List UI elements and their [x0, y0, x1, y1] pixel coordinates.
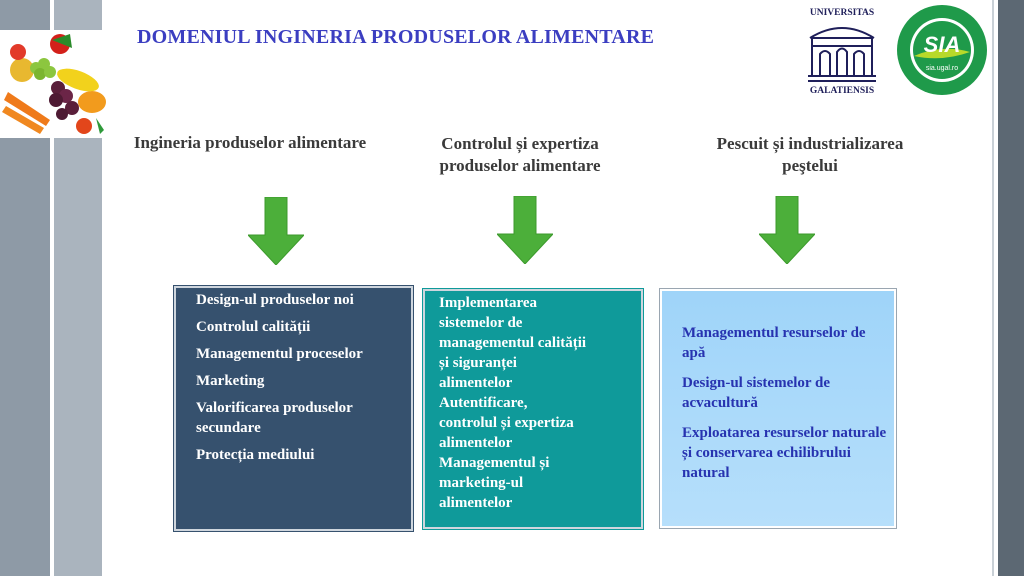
text-line: controlul și expertiza	[439, 413, 641, 433]
university-name-top: UNIVERSITAS	[800, 8, 884, 18]
text-line: managementul calității	[439, 333, 641, 353]
right-stripe-dark	[998, 0, 1024, 576]
page-title: DOMENIUL INGINERIA PRODUSELOR ALIMENTARE	[137, 26, 654, 49]
column-heading-3: Pescuit și industrializarea peştelui	[690, 133, 930, 177]
down-arrow-icon	[759, 196, 815, 264]
list-item: Managementul resurselor de apă	[682, 323, 888, 363]
list-item: Exploatarea resurselor naturale și conse…	[682, 423, 888, 483]
text-line: alimentelor	[439, 433, 641, 453]
fruits-vegetables-image	[0, 30, 108, 138]
sia-url: sia.ugal.ro	[926, 65, 958, 72]
list-item: Controlul calității	[196, 317, 403, 337]
list-item: Protecția mediului	[196, 445, 403, 465]
text-line: Implementarea	[439, 293, 641, 313]
text-line: Autentificare,	[439, 393, 641, 413]
fishing-box: Managementul resurselor de apă Design-ul…	[660, 289, 896, 528]
university-building-icon	[806, 20, 878, 84]
university-name-bottom: GALATIENSIS	[800, 86, 884, 96]
sia-text: SIA	[924, 32, 961, 57]
sia-logo: SIA sia.ugal.ro	[896, 4, 988, 96]
quality-control-box: Implementarea sistemelor de managementul…	[423, 289, 643, 529]
text-line: Managementul și	[439, 453, 641, 473]
down-arrow-icon	[497, 196, 553, 264]
text-line: marketing-ul	[439, 473, 641, 493]
list-item: Design-ul produselor noi	[196, 290, 403, 310]
text-line: alimentelor	[439, 493, 641, 513]
list-item: Marketing	[196, 371, 403, 391]
column-heading-2: Controlul și expertiza produselor alimen…	[400, 133, 640, 177]
column-heading-1: Ingineria produselor alimentare	[130, 132, 370, 154]
text-line: sistemelor de	[439, 313, 641, 333]
text-line: și siguranței	[439, 353, 641, 373]
text-line: alimentelor	[439, 373, 641, 393]
food-engineering-box: Design-ul produselor noi Controlul calit…	[174, 286, 413, 531]
list-item: Managementul proceselor	[196, 344, 403, 364]
down-arrow-icon	[248, 197, 304, 265]
university-logo: UNIVERSITAS GALATIENSIS	[800, 6, 884, 96]
list-item: Valorificarea produselor secundare	[196, 398, 403, 438]
list-item: Design-ul sistemelor de acvacultură	[682, 373, 888, 413]
